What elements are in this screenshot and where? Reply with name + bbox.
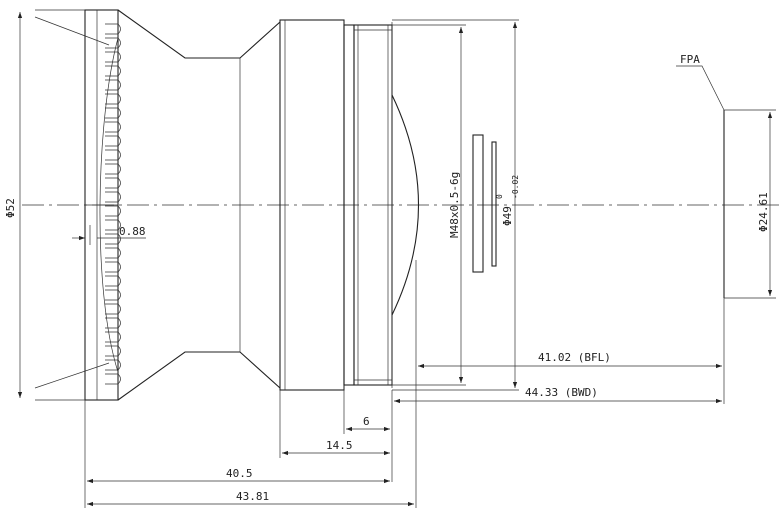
knurl-tooth — [105, 65, 121, 77]
knurl-tooth — [105, 107, 121, 119]
knurl-tooth — [105, 303, 121, 315]
knurl-tooth — [105, 275, 121, 287]
dim-flange-depth: 0.88 — [119, 225, 146, 238]
knurl-tooth — [105, 163, 121, 175]
knurl-tooth — [105, 23, 121, 35]
dim-40-5: 40.5 — [226, 467, 253, 480]
rear-lens-element — [391, 94, 420, 316]
dim-mount-tol-upper: 0 — [495, 194, 504, 199]
knurl-tooth — [105, 233, 121, 245]
mount-section — [353, 22, 393, 388]
front-flange — [84, 9, 121, 401]
dim-fpa-diameter: Φ24.61 — [757, 192, 770, 232]
knurl-tooth — [105, 359, 121, 371]
dim-bfl: 41.02 (BFL) — [538, 351, 611, 364]
dim-14-5: 14.5 — [326, 439, 353, 452]
knurl-tooth — [105, 247, 121, 259]
knurl-tooth — [105, 317, 121, 329]
lens-neck — [117, 9, 281, 401]
knurl-tooth — [105, 289, 121, 301]
knurl-tooth — [105, 219, 121, 231]
filter-plate — [491, 141, 497, 267]
dim-mount-diameter: Φ49 — [501, 206, 514, 226]
knurl-tooth — [105, 205, 121, 217]
knurl-tooth — [105, 51, 121, 63]
knurl-tooth — [105, 149, 121, 161]
fpa-label: FPA — [680, 53, 700, 66]
dim-outer-diameter: Φ52 — [4, 198, 17, 218]
dim-43-81: 43.81 — [236, 490, 269, 503]
knurl-tooth — [105, 135, 121, 147]
knurl-tooth — [105, 345, 121, 357]
knurl-tooth — [105, 177, 121, 189]
dim-mount-tol-lower: -0.02 — [511, 175, 520, 199]
knurl-tooth — [105, 93, 121, 105]
knurl-tooth — [105, 331, 121, 343]
knurl-tooth — [105, 121, 121, 133]
knurl-tooth — [105, 261, 121, 273]
knurl-tooth — [105, 79, 121, 91]
knurl-teeth — [105, 23, 121, 385]
fpa-plane — [676, 65, 776, 299]
dim-bwd: 44.33 (BWD) — [525, 386, 598, 399]
dim-6: 6 — [363, 415, 370, 428]
knurl-tooth — [105, 191, 121, 203]
sensor-plate — [472, 134, 484, 273]
knurl-tooth — [105, 373, 121, 385]
dim-thread: M48x0.5-6g — [448, 172, 461, 238]
